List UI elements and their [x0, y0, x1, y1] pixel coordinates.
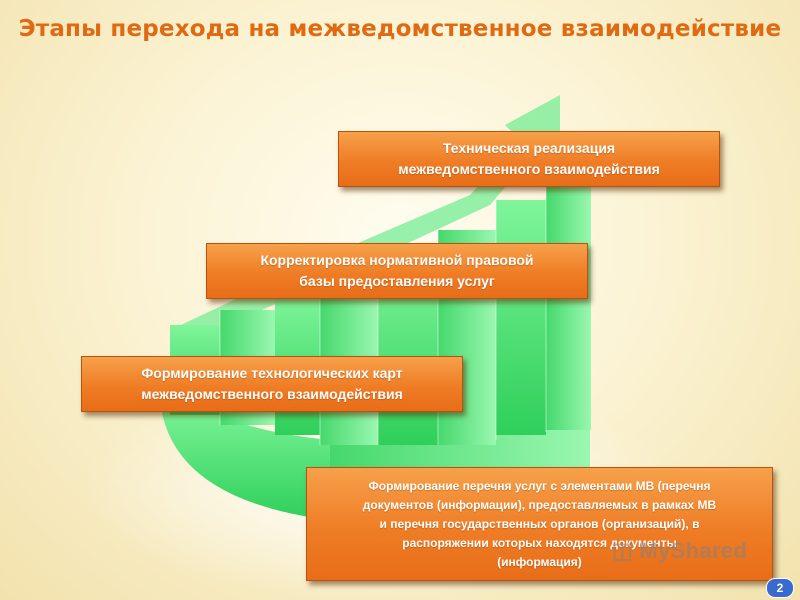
slide-title: Этапы перехода на межведомственное взаим…: [18, 16, 782, 42]
step-line: Техническая реализация: [442, 140, 616, 156]
step-line: (информация): [497, 554, 582, 569]
step-line: документов (информации), предоставляемых…: [362, 497, 717, 512]
step-box-services-list: Формирование перечня услуг с элементами …: [306, 467, 773, 581]
step-line: Корректировка нормативной правовой: [260, 252, 534, 268]
step-line: и перечня государственных органов (орган…: [379, 516, 700, 531]
step-box-technical: Техническая реализация межведомственного…: [338, 131, 720, 187]
step-line: межведомственного взаимодействия: [398, 161, 660, 177]
step-box-legal: Корректировка нормативной правовой базы …: [206, 243, 588, 299]
step-line: Формирование технологических карт: [141, 365, 403, 381]
page-number-badge: 2: [766, 578, 794, 598]
watermark: ◫ MyShared: [612, 538, 747, 564]
step-box-tech-maps: Формирование технологических карт межвед…: [81, 356, 463, 412]
growth-arrow-icon: [170, 95, 560, 345]
watermark-logo-icon: ◫: [612, 538, 634, 563]
watermark-text: MyShared: [639, 538, 748, 563]
step-line: Формирование перечня услуг с элементами …: [368, 478, 711, 493]
step-line: распоряжении которых находятся документы: [402, 535, 677, 550]
step-line: межведомственного взаимодействия: [141, 386, 403, 402]
step-line: базы предоставления услуг: [299, 273, 495, 289]
